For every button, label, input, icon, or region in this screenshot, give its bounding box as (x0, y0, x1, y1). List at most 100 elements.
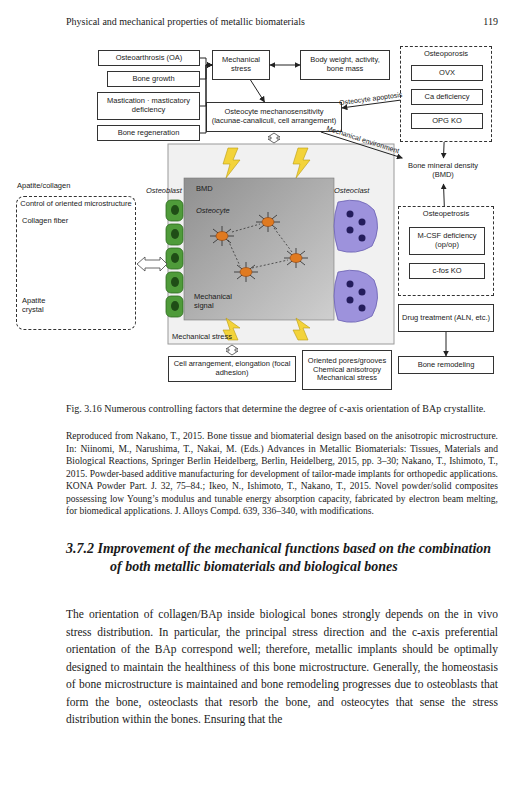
edge-label: Mechanical environment (326, 124, 400, 154)
osteocyte-cell (216, 232, 228, 241)
lightning-bolt (223, 148, 240, 178)
condition-box: OVX (411, 65, 483, 81)
connector-arrow (443, 142, 445, 158)
outcome-box: Bone remodeling (398, 356, 494, 374)
condition-box: OPG KO (411, 113, 483, 129)
part-label: Osteocyte (196, 206, 240, 215)
node-text: Apatite/collagen (17, 182, 70, 191)
factor-box: Bone growth (107, 71, 200, 87)
osteoclast-nuclei (347, 211, 366, 312)
lightning-bolt (293, 148, 310, 178)
node-text: Control of oriented microstructure (17, 197, 135, 209)
cell-nucleus (347, 227, 354, 234)
part-label: Osteoclast (334, 186, 384, 195)
osteoclast-cell (334, 270, 378, 322)
connector-arrow (200, 65, 212, 106)
node-text: Chemical anisotropy (313, 366, 381, 375)
figure-caption: Fig. 3.16 Numerous controlling factors t… (66, 402, 498, 415)
osteocyte-cell (240, 268, 252, 277)
part-label: Apatite crystal (22, 296, 62, 314)
node-text: Bone mineral density (BMD) (399, 162, 487, 179)
factor-box: Mastication · masticatory deficiency (97, 92, 200, 120)
cell-nucleus (171, 277, 179, 287)
hollow-arrows (137, 133, 280, 355)
node-text: OPG KO (432, 117, 462, 126)
part-label: Mechanical stress (172, 332, 252, 341)
factor-box: Body weight, activity, bone mass (300, 50, 390, 80)
part-label: Collagen fiber (22, 216, 72, 225)
cell-nucleus (347, 211, 354, 218)
osteoblast-cell (166, 272, 183, 293)
osteoblast-nuclei (171, 205, 179, 311)
running-header: Physical and mechanical properties of me… (66, 16, 446, 28)
osteoblast-cell (166, 224, 183, 245)
cell-nucleus (347, 281, 354, 288)
osteocyte-cell (290, 254, 302, 263)
cell-nucleus (171, 229, 179, 239)
double-arrow (268, 133, 280, 143)
node-text: Bone growth (132, 75, 174, 84)
stress-bolts (223, 148, 310, 340)
page-number: 119 (448, 16, 498, 28)
osteoblast-cell (166, 200, 183, 221)
disease-group: OsteoporosisOVX Ca deficiencyOPG KO (400, 46, 492, 142)
osteoblast-cell (166, 248, 183, 269)
node-text: Cell arrangement, elongation (focal adhe… (172, 360, 292, 377)
factor-box: Cell arrangement, elongation (focal adhe… (168, 356, 296, 382)
part-label: Mechanical signal (194, 292, 240, 310)
node-text: Osteocyte mechanosensitivity (lacunae-ca… (210, 108, 338, 125)
node-text: Osteoporosis (401, 47, 491, 59)
signal-arrows (228, 224, 292, 268)
connector-arrow (200, 65, 212, 79)
cell-nucleus (347, 297, 354, 304)
node-text: Osteoarthrosis (OA) (116, 54, 183, 63)
part-label: Osteoblast (146, 186, 190, 195)
osteoblast-cells (166, 200, 183, 317)
double-arrow (226, 345, 238, 355)
cell-nucleus (359, 235, 366, 242)
node-text: Bone remodeling (418, 361, 475, 370)
connector-arrow (446, 332, 447, 356)
stress-box: Mechanical stress (212, 50, 270, 80)
cell-nucleus (359, 219, 366, 226)
connector-arrow (251, 80, 265, 102)
lightning-bolt (293, 318, 310, 340)
cell-nucleus (359, 305, 366, 312)
node-text: OVX (439, 69, 455, 78)
part-label: BMD (196, 184, 226, 193)
condition-box: M-CSF deficiency (op/op) (409, 227, 485, 255)
cell-nucleus (171, 301, 179, 311)
condition-box: c-fos KO (409, 263, 485, 279)
node-text: Bone regeneration (118, 129, 180, 138)
connector-arrow (200, 58, 212, 65)
osteoclasts (334, 200, 378, 322)
node-text: Mastication · masticatory deficiency (101, 97, 196, 114)
osteocyte-processes (210, 212, 308, 282)
cell-nucleus (171, 253, 179, 263)
double-arrow (137, 257, 167, 271)
osteoclast-cell (334, 200, 378, 252)
node-text: Ca deficiency (424, 93, 469, 102)
body-text: The orientation of collagen/BAp inside b… (66, 606, 498, 729)
edge-label: Osteocyte apoptosis (339, 90, 403, 105)
connector-arrow (443, 184, 445, 206)
text-node: Bone mineral density (BMD) (396, 158, 490, 184)
connector-arrow (270, 65, 300, 66)
bone-matrix (184, 178, 334, 320)
osteocyte-cell (262, 218, 274, 227)
source-note: Reproduced from Nakano, T., 2015. Bone t… (66, 430, 498, 518)
treatment-box: Drug treatment (ALN, etc.) (398, 304, 494, 332)
node-text: Drug treatment (ALN, etc.) (402, 314, 490, 323)
disease-group: OsteopetrosisM-CSF deficiency (op/op)c-f… (398, 206, 494, 296)
osteoblast-cell (166, 296, 183, 317)
osteocytes (216, 218, 302, 277)
node-text: Mechanical stress (216, 56, 266, 73)
cell-nucleus (359, 289, 366, 296)
node-text: Oriented pores/grooves (308, 357, 386, 366)
process-box: Osteocyte mechanosensitivity (lacunae-ca… (206, 102, 342, 132)
node-text: M-CSF deficiency (op/op) (413, 232, 481, 249)
section-heading: 3.7.2 Improvement of the mechanical func… (66, 540, 498, 576)
cell-nucleus (171, 205, 179, 215)
node-text: Body weight, activity, bone mass (304, 56, 386, 73)
